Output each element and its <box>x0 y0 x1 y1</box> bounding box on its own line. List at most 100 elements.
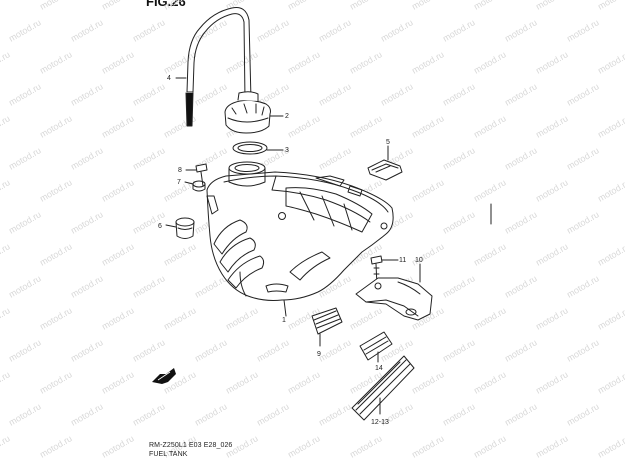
watermark-text: motod.ru <box>317 145 353 171</box>
pad-9 <box>311 307 343 335</box>
watermark-text: motod.ru <box>317 337 353 363</box>
watermark-text: motod.ru <box>38 49 74 75</box>
watermark-text: motod.ru <box>472 305 508 331</box>
watermark-text: motod.ru <box>441 337 477 363</box>
watermark-text: motod.ru <box>38 0 74 12</box>
watermark-text: motod.ru <box>286 433 322 459</box>
watermark-text: motod.ru <box>534 369 570 395</box>
watermark-text: motod.ru <box>38 177 74 203</box>
watermark-text: motod.ru <box>441 209 477 235</box>
watermark-text: motod.ru <box>348 305 384 331</box>
callout-4: 4 <box>167 75 171 82</box>
breather-hose <box>185 7 252 127</box>
watermark-text: motod.ru <box>286 113 322 139</box>
watermark-text: motod.ru <box>410 369 446 395</box>
figure-title: FIG.26 <box>146 0 186 9</box>
callout-12-13: 12-13 <box>371 419 389 426</box>
watermark-text: motod.ru <box>7 145 43 171</box>
watermark-text: motod.ru <box>38 433 74 459</box>
watermark-text: motod.ru <box>0 241 12 267</box>
watermark-text: motod.ru <box>69 17 105 43</box>
watermark-text: motod.ru <box>565 209 601 235</box>
callout-7: 7 <box>177 179 181 186</box>
pad-12-13 <box>351 355 415 421</box>
diagram-code: RM-Z250L1 E03 E28_026 <box>149 442 233 449</box>
watermark-text: motod.ru <box>0 369 12 395</box>
watermark-text: motod.ru <box>131 401 167 427</box>
watermark-text: motod.ru <box>131 17 167 43</box>
watermark-text: motod.ru <box>69 401 105 427</box>
watermark-text: motod.ru <box>0 0 12 12</box>
watermark-text: motod.ru <box>503 273 539 299</box>
watermark-text: motod.ru <box>534 49 570 75</box>
watermark-text: motod.ru <box>596 369 625 395</box>
watermark-text: motod.ru <box>162 305 198 331</box>
watermark-text: motod.ru <box>534 0 570 12</box>
watermark-text: motod.ru <box>38 113 74 139</box>
watermark-text: motod.ru <box>100 433 136 459</box>
watermark-text: motod.ru <box>472 113 508 139</box>
watermark-text: motod.ru <box>224 49 260 75</box>
watermark-text: motod.ru <box>596 177 625 203</box>
fuel-tank <box>206 161 394 301</box>
watermark-text: motod.ru <box>565 273 601 299</box>
watermark-text: motod.ru <box>565 145 601 171</box>
watermark-text: motod.ru <box>441 273 477 299</box>
watermark-text: motod.ru <box>193 337 229 363</box>
watermark-text: motod.ru <box>534 177 570 203</box>
fuel-cap <box>224 91 271 134</box>
watermark-text: motod.ru <box>441 17 477 43</box>
watermark-text: motod.ru <box>100 305 136 331</box>
watermark-text: motod.ru <box>286 369 322 395</box>
watermark-text: motod.ru <box>100 113 136 139</box>
watermark-text: motod.ru <box>0 177 12 203</box>
callout-3: 3 <box>285 147 289 154</box>
watermark-text: motod.ru <box>0 305 12 331</box>
watermark-text: motod.ru <box>472 177 508 203</box>
watermark-text: motod.ru <box>348 0 384 12</box>
watermark-text: motod.ru <box>565 17 601 43</box>
watermark-text: motod.ru <box>193 401 229 427</box>
callout-10: 10 <box>415 257 423 264</box>
watermark-text: motod.ru <box>410 433 446 459</box>
watermark-text: motod.ru <box>69 145 105 171</box>
watermark-text: motod.ru <box>472 0 508 12</box>
cushion-6 <box>175 217 195 239</box>
watermark-text: motod.ru <box>348 113 384 139</box>
watermark-text: motod.ru <box>503 337 539 363</box>
watermark-text: motod.ru <box>255 337 291 363</box>
watermark-text: motod.ru <box>410 0 446 12</box>
watermark-text: motod.ru <box>7 81 43 107</box>
watermark-text: motod.ru <box>565 337 601 363</box>
watermark-text: motod.ru <box>503 81 539 107</box>
watermark-text: motod.ru <box>596 433 625 459</box>
callout-6: 6 <box>158 223 162 230</box>
leader-1 <box>283 299 287 317</box>
watermark-text: motod.ru <box>100 241 136 267</box>
watermark-text: motod.ru <box>596 305 625 331</box>
leader-7 <box>184 181 194 185</box>
watermark-text: motod.ru <box>7 209 43 235</box>
watermark-text: motod.ru <box>534 113 570 139</box>
watermark-text: motod.ru <box>410 177 446 203</box>
watermark-text: motod.ru <box>596 49 625 75</box>
callout-5: 5 <box>386 139 390 146</box>
watermark-text: motod.ru <box>441 145 477 171</box>
leader-6 <box>165 224 177 228</box>
watermark-text: motod.ru <box>441 401 477 427</box>
watermark-text: motod.ru <box>503 401 539 427</box>
watermark-text: motod.ru <box>441 81 477 107</box>
watermark-text: motod.ru <box>286 0 322 12</box>
watermark-text: motod.ru <box>534 433 570 459</box>
watermark-text: motod.ru <box>596 113 625 139</box>
watermark-text: motod.ru <box>255 17 291 43</box>
watermark-text: motod.ru <box>69 209 105 235</box>
watermark-text: motod.ru <box>534 305 570 331</box>
watermark-text: motod.ru <box>224 305 260 331</box>
watermark-text: motod.ru <box>348 433 384 459</box>
watermark-text: motod.ru <box>503 17 539 43</box>
watermark-text: motod.ru <box>7 401 43 427</box>
watermark-text: motod.ru <box>162 241 198 267</box>
pad-14 <box>359 331 393 361</box>
